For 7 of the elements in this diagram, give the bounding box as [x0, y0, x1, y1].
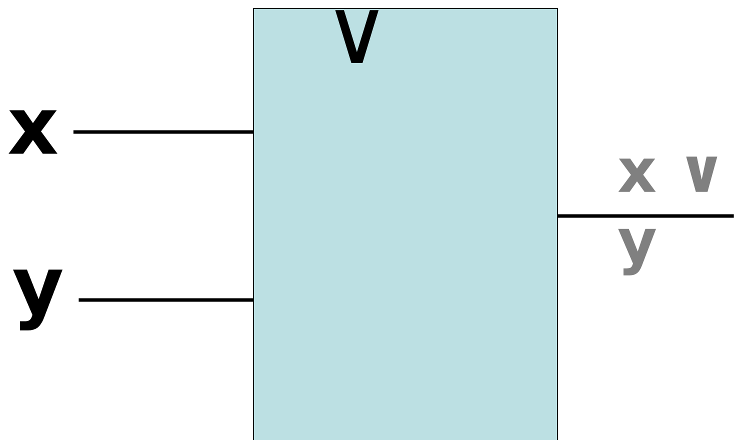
input-label: x [8, 110, 58, 154]
connector-line [73, 130, 253, 134]
connector-line [558, 214, 734, 218]
input-label: y [13, 270, 63, 330]
output-label: x ∨ y [618, 156, 718, 276]
gate-box: ∨ [253, 8, 558, 440]
connector-line [78, 298, 253, 302]
